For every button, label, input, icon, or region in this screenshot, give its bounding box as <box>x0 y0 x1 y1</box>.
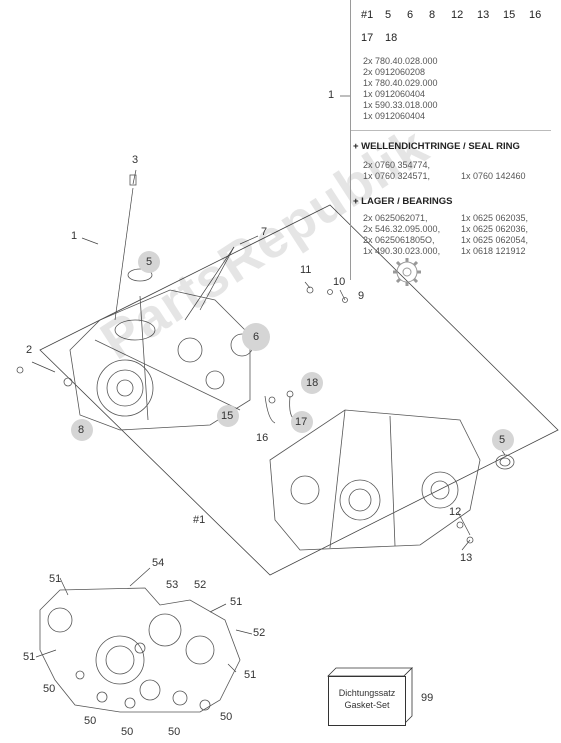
reference-number-row-2: 17 18 <box>361 32 407 44</box>
reference-number-row-1: #1 5 6 8 12 13 15 16 <box>361 9 551 21</box>
bearings-right-list: 1x 0625 062035, 1x 0625 062036, 1x 0625 … <box>461 213 528 257</box>
callout-10[interactable]: 10 <box>333 276 346 288</box>
part-line: 2x 546.32.095.000, <box>363 224 441 234</box>
seal-ring-right-list: 1x 0760 142460 <box>461 160 526 182</box>
reference-number[interactable]: 8 <box>429 9 436 21</box>
reference-number[interactable]: 5 <box>385 9 392 21</box>
part-line: 2x 780.40.028.000 <box>363 56 438 66</box>
part-line: 1x 0618 121912 <box>461 246 526 256</box>
parts-info-panel: #1 5 6 8 12 13 15 16 17 18 2x 780.40.028… <box>350 0 551 280</box>
callout-hash-1[interactable]: #1 <box>193 514 206 526</box>
callout-9[interactable]: 9 <box>358 290 365 302</box>
part-line: 2x 0625061805O, <box>363 235 435 245</box>
gasket-set-label-de: Dichtungssatz <box>338 688 396 698</box>
gasket-set-label-en: Gasket-Set <box>344 700 390 710</box>
part-line: 1x 0625 062036, <box>461 224 529 234</box>
callout-51-c[interactable]: 51 <box>23 651 36 663</box>
seal-ring-left-list: 2x 0760 354774, 1x 0760 324571, <box>363 160 430 182</box>
bearings-title: + LAGER / BEARINGS <box>353 196 453 207</box>
reference-number[interactable]: 15 <box>503 9 516 21</box>
part-line: 1x 0625 062035, <box>461 213 529 223</box>
callout-13[interactable]: 13 <box>460 552 473 564</box>
callout-6[interactable]: 6 <box>253 331 260 343</box>
callout-50-c[interactable]: 50 <box>121 726 134 738</box>
callout-1-left[interactable]: 1 <box>71 230 78 242</box>
part-line: 1x 590.33.018.000 <box>363 100 438 110</box>
assembly-frame <box>39 204 559 576</box>
part-line: 1x 0912060404 <box>363 89 426 99</box>
parts-list: 2x 780.40.028.000 2x 0912060208 1x 780.4… <box>363 56 438 122</box>
callout-52-b[interactable]: 52 <box>253 627 266 639</box>
part-line: 1x 490.30.023.000, <box>363 246 441 256</box>
reference-number[interactable]: 6 <box>407 9 414 21</box>
callout-15[interactable]: 15 <box>221 410 234 422</box>
gasket-set-box[interactable]: Dichtungssatz Gasket-Set <box>328 676 406 726</box>
part-line: 1x 0625 062054, <box>461 235 529 245</box>
callout-99[interactable]: 99 <box>421 692 434 704</box>
callout-52-a[interactable]: 52 <box>194 579 207 591</box>
gear-icon <box>393 258 421 286</box>
reference-number[interactable]: 16 <box>529 9 542 21</box>
callout-17[interactable]: 17 <box>295 416 308 428</box>
callout-50-a[interactable]: 50 <box>43 683 56 695</box>
bearings-left-list: 2x 0625062071, 2x 546.32.095.000, 2x 062… <box>363 213 440 257</box>
reference-number[interactable]: #1 <box>361 9 374 21</box>
part-line <box>461 160 526 171</box>
callout-51-b[interactable]: 51 <box>230 596 243 608</box>
callout-54[interactable]: 54 <box>152 557 165 569</box>
part-line: 1x 0912060404 <box>363 111 426 121</box>
part-line: 1x 780.40.029.000 <box>363 78 438 88</box>
callout-8[interactable]: 8 <box>78 424 85 436</box>
callout-7[interactable]: 7 <box>261 226 268 238</box>
seal-ring-title: + WELLENDICHTRINGE / SEAL RING <box>353 141 520 152</box>
reference-number[interactable]: 18 <box>385 32 398 44</box>
panel-divider <box>351 130 551 131</box>
callout-5-right[interactable]: 5 <box>499 434 506 446</box>
part-line: 1x 0760 324571, <box>363 171 431 181</box>
callout-50-e[interactable]: 50 <box>220 711 233 723</box>
callout-3[interactable]: 3 <box>132 154 139 166</box>
callout-53[interactable]: 53 <box>166 579 179 591</box>
callout-51-d[interactable]: 51 <box>244 669 257 681</box>
callout-5-left[interactable]: 5 <box>146 256 153 268</box>
part-line: 1x 0760 142460 <box>461 171 526 181</box>
callout-12[interactable]: 12 <box>449 506 462 518</box>
callout-1-top[interactable]: 1 <box>328 89 335 101</box>
callout-18[interactable]: 18 <box>306 377 319 389</box>
callout-2[interactable]: 2 <box>26 344 33 356</box>
part-line: 2x 0760 354774, <box>363 160 431 170</box>
reference-number[interactable]: 13 <box>477 9 490 21</box>
reference-number[interactable]: 17 <box>361 32 374 44</box>
callout-16[interactable]: 16 <box>256 432 269 444</box>
callout-51-a[interactable]: 51 <box>49 573 62 585</box>
callout-50-b[interactable]: 50 <box>84 715 97 727</box>
part-line: 2x 0625062071, <box>363 213 428 223</box>
part-line: 2x 0912060208 <box>363 67 426 77</box>
callout-11[interactable]: 11 <box>300 264 312 276</box>
callout-50-d[interactable]: 50 <box>168 726 181 738</box>
reference-number[interactable]: 12 <box>451 9 464 21</box>
